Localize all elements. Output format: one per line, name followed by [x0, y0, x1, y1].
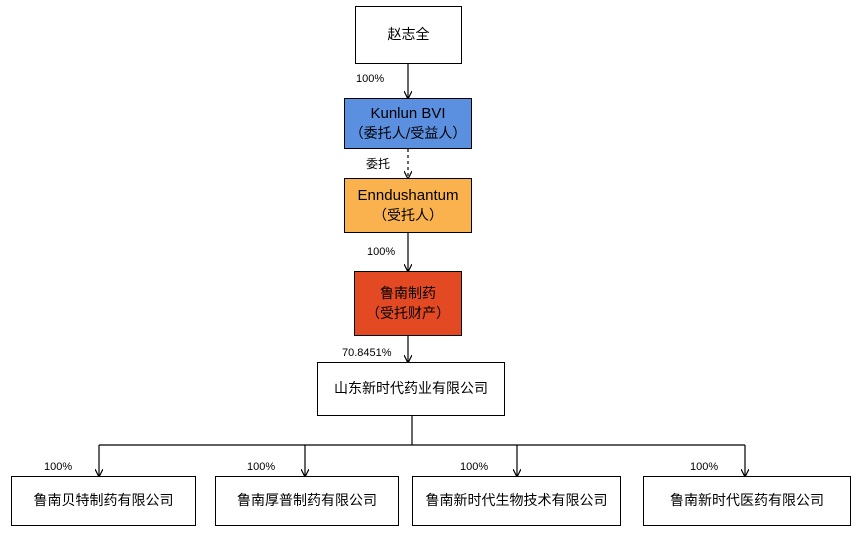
edge-label-shandong-sub2: 100%	[247, 461, 276, 473]
node-shandong: 山东新时代药业有限公司	[317, 362, 505, 416]
edge-label-enndu-lunan: 100%	[367, 246, 396, 258]
node-enndu-role: （受托人）	[373, 207, 443, 224]
node-sub1: 鲁南贝特制药有限公司	[11, 476, 196, 526]
node-enndu-name: Enndushantum	[357, 186, 459, 204]
node-sub3-label: 鲁南新时代生物技术有限公司	[425, 493, 608, 509]
node-lunan: 鲁南制药 （受托财产）	[354, 271, 462, 336]
node-sub4: 鲁南新时代医药有限公司	[643, 476, 851, 526]
node-kunlun: Kunlun BVI （委托人/受益人）	[344, 98, 472, 149]
edge-label-zhao-kunlun: 100%	[356, 73, 385, 85]
edge-label-shandong-sub3: 100%	[460, 461, 489, 473]
edge-label-lunan-shandong: 70.8451%	[342, 347, 392, 359]
node-kunlun-name: Kunlun BVI	[370, 104, 446, 122]
node-enndu: Enndushantum （受托人）	[344, 178, 472, 233]
node-sub2-label: 鲁南厚普制药有限公司	[237, 493, 377, 509]
edge-label-shandong-sub1: 100%	[44, 461, 73, 473]
node-sub2: 鲁南厚普制药有限公司	[215, 476, 399, 526]
node-sub3: 鲁南新时代生物技术有限公司	[412, 476, 621, 526]
node-zhao: 赵志全	[355, 6, 462, 64]
node-lunan-role: （受托财产）	[366, 305, 450, 322]
node-kunlun-role: （委托人/受益人）	[349, 125, 467, 142]
edge-label-shandong-sub4: 100%	[690, 461, 719, 473]
node-shandong-label: 山东新时代药业有限公司	[334, 381, 488, 397]
node-sub4-label: 鲁南新时代医药有限公司	[670, 493, 824, 509]
node-sub1-label: 鲁南贝特制药有限公司	[33, 493, 174, 509]
edge-label-kunlun-enndu: 委托	[366, 157, 391, 171]
node-zhao-label: 赵志全	[387, 27, 430, 43]
node-lunan-name: 鲁南制药	[380, 285, 436, 302]
